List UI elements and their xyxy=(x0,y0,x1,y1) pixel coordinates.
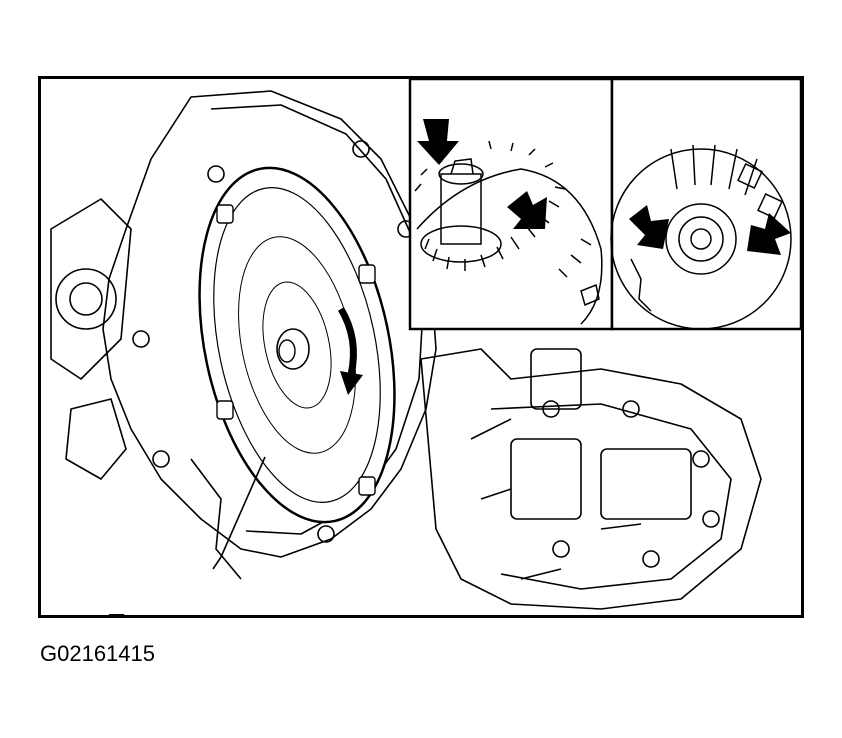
bell-housing xyxy=(102,90,437,558)
callout-leader-line xyxy=(212,456,266,570)
torque-converter xyxy=(198,166,396,524)
rotation-arrow-icon xyxy=(337,307,363,395)
callout-label-line1: Torque xyxy=(109,609,198,615)
diagram-frame: Torque converter xyxy=(38,76,804,618)
pointer-arrow-icon xyxy=(629,205,791,255)
transmission-illustration xyxy=(50,79,801,610)
figure-id: G02161415 xyxy=(40,641,155,666)
inset-pump-drive xyxy=(610,79,801,331)
inset-converter-hub xyxy=(408,79,614,331)
pointer-arrow-icon xyxy=(417,119,547,229)
